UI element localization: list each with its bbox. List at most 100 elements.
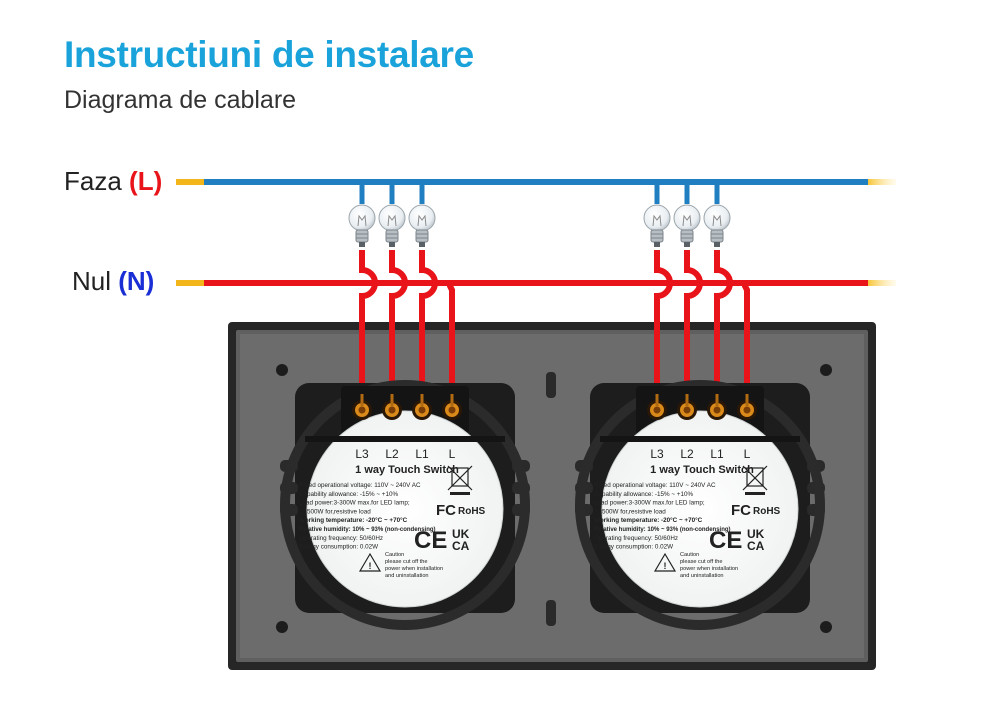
- bulb-base: [650, 229, 664, 243]
- terminal-screw: [418, 406, 426, 414]
- bulb-glass: [673, 204, 701, 232]
- rohs-mark: RoHS: [458, 506, 486, 517]
- caution-line: and uninstallation: [385, 573, 429, 579]
- fc-mark: FC: [436, 502, 456, 519]
- terminal-label: L2: [385, 447, 399, 461]
- bulb-filament: [357, 214, 367, 227]
- terminal-label: L3: [650, 447, 664, 461]
- ukca-mark-bottom: CA: [747, 539, 765, 553]
- bulb-icon: [378, 182, 406, 247]
- recycle-bin-icon: [447, 465, 473, 495]
- neutral-wire-name: Nul: [72, 266, 112, 296]
- load-wire: [359, 250, 378, 400]
- bulb-filament: [652, 214, 662, 227]
- ce-mark: CE: [414, 527, 447, 554]
- phase-wire-name: Faza: [64, 166, 122, 196]
- phase-wire-label: Faza (L): [64, 166, 162, 197]
- load-wire: [714, 250, 733, 400]
- spec-line: 500W for,resistive load: [602, 508, 666, 515]
- page-title: Instructiuni de instalare: [64, 34, 474, 75]
- ce-mark: CE: [709, 527, 742, 554]
- bulb-filament: [417, 214, 427, 227]
- bulb-filament: [712, 214, 722, 227]
- spec-line: Capability allowance: -15% ~ +10%: [594, 491, 693, 498]
- spec-line: Capability allowance: -15% ~ +10%: [299, 491, 398, 498]
- terminal-screw: [358, 406, 366, 414]
- bulb-icon: [673, 182, 701, 247]
- label-top-cover: [305, 436, 505, 442]
- caution-line: please cut off the: [680, 559, 723, 565]
- warning-icon: !: [653, 552, 677, 572]
- page-subtitle: Diagrama de cablare: [64, 86, 297, 114]
- terminal-screw: [448, 406, 456, 414]
- caution-line: please cut off the: [385, 559, 428, 565]
- screw-hole: [276, 364, 288, 376]
- bulb-glass: [408, 204, 436, 232]
- caution-line: power when installation: [680, 566, 738, 572]
- bulb-base: [415, 229, 429, 243]
- spec-line: Working temperature: -20°C ~ +70°C: [594, 516, 703, 524]
- caution-line: power when installation: [385, 566, 443, 572]
- spec-line: Operating frequency: 50/60Hz: [594, 535, 678, 542]
- spec-line: Relative humidity: 10% ~ 93% (non-conden…: [594, 527, 731, 533]
- phase-wire-tip-right: [868, 179, 896, 185]
- module-ring: [575, 380, 825, 630]
- load-wire: [684, 250, 703, 400]
- caution-line: and uninstallation: [680, 573, 724, 579]
- ukca-mark-bottom: CA: [452, 539, 470, 553]
- load-wire: [419, 250, 438, 400]
- terminal-screw: [743, 406, 751, 414]
- live-wire: [447, 283, 455, 400]
- load-wire: [389, 250, 408, 400]
- terminal-screw: [683, 406, 691, 414]
- neutral-wire-tip-left: [176, 280, 204, 286]
- svg-text:!: !: [664, 561, 667, 571]
- spec-line: Working temperature: -20°C ~ +70°C: [299, 516, 408, 524]
- spec-line: Load power:3-300W max.for LED lamp;: [594, 500, 705, 507]
- ukca-mark-top: UK: [747, 527, 765, 541]
- module-model: 1 way Touch Switch: [650, 464, 754, 476]
- screw-hole: [276, 621, 288, 633]
- terminal-label: L2: [680, 447, 694, 461]
- bulb-glass: [703, 204, 731, 232]
- main-wires: [176, 179, 896, 286]
- module-ring: [280, 380, 530, 630]
- spec-line: Energy consumption: 0.02W: [594, 544, 673, 551]
- bulb-icon: [348, 182, 376, 247]
- bulb-icon: [703, 182, 731, 247]
- bulb-base: [385, 229, 399, 243]
- spec-line: Load power:3-300W max.for LED lamp;: [299, 500, 410, 507]
- bulb-icon: [408, 182, 436, 247]
- load-wire: [654, 250, 673, 400]
- terminal-screw: [388, 406, 396, 414]
- spec-line: 500W for,resistive load: [307, 508, 371, 515]
- warning-icon: !: [358, 552, 382, 572]
- spec-line: Rated operational voltage: 110V ~ 240V A…: [299, 482, 421, 489]
- bulb-glass: [348, 204, 376, 232]
- bulb-base: [680, 229, 694, 243]
- caution-line: Caution: [680, 552, 699, 558]
- phase-wire-tip-left: [176, 179, 204, 185]
- phase-wire-code: (L): [129, 166, 163, 196]
- spec-line: Rated operational voltage: 110V ~ 240V A…: [594, 482, 716, 489]
- terminal-label: L: [744, 447, 751, 461]
- label-disc: [306, 410, 504, 608]
- terminal-screw: [653, 406, 661, 414]
- bulb-base: [710, 229, 724, 243]
- label-top-cover: [600, 436, 800, 442]
- label-disc: [601, 410, 799, 608]
- spec-line: Relative humidity: 10% ~ 93% (non-conden…: [299, 527, 436, 533]
- screw-hole: [820, 621, 832, 633]
- screw-hole: [820, 364, 832, 376]
- bulb-filament: [682, 214, 692, 227]
- caution-line: Caution: [385, 552, 404, 558]
- terminal-screw: [713, 406, 721, 414]
- bulb-glass: [378, 204, 406, 232]
- bulb-filament: [387, 214, 397, 227]
- spec-line: Energy consumption: 0.02W: [299, 544, 378, 551]
- live-wire: [742, 283, 750, 400]
- terminal-label: L3: [355, 447, 369, 461]
